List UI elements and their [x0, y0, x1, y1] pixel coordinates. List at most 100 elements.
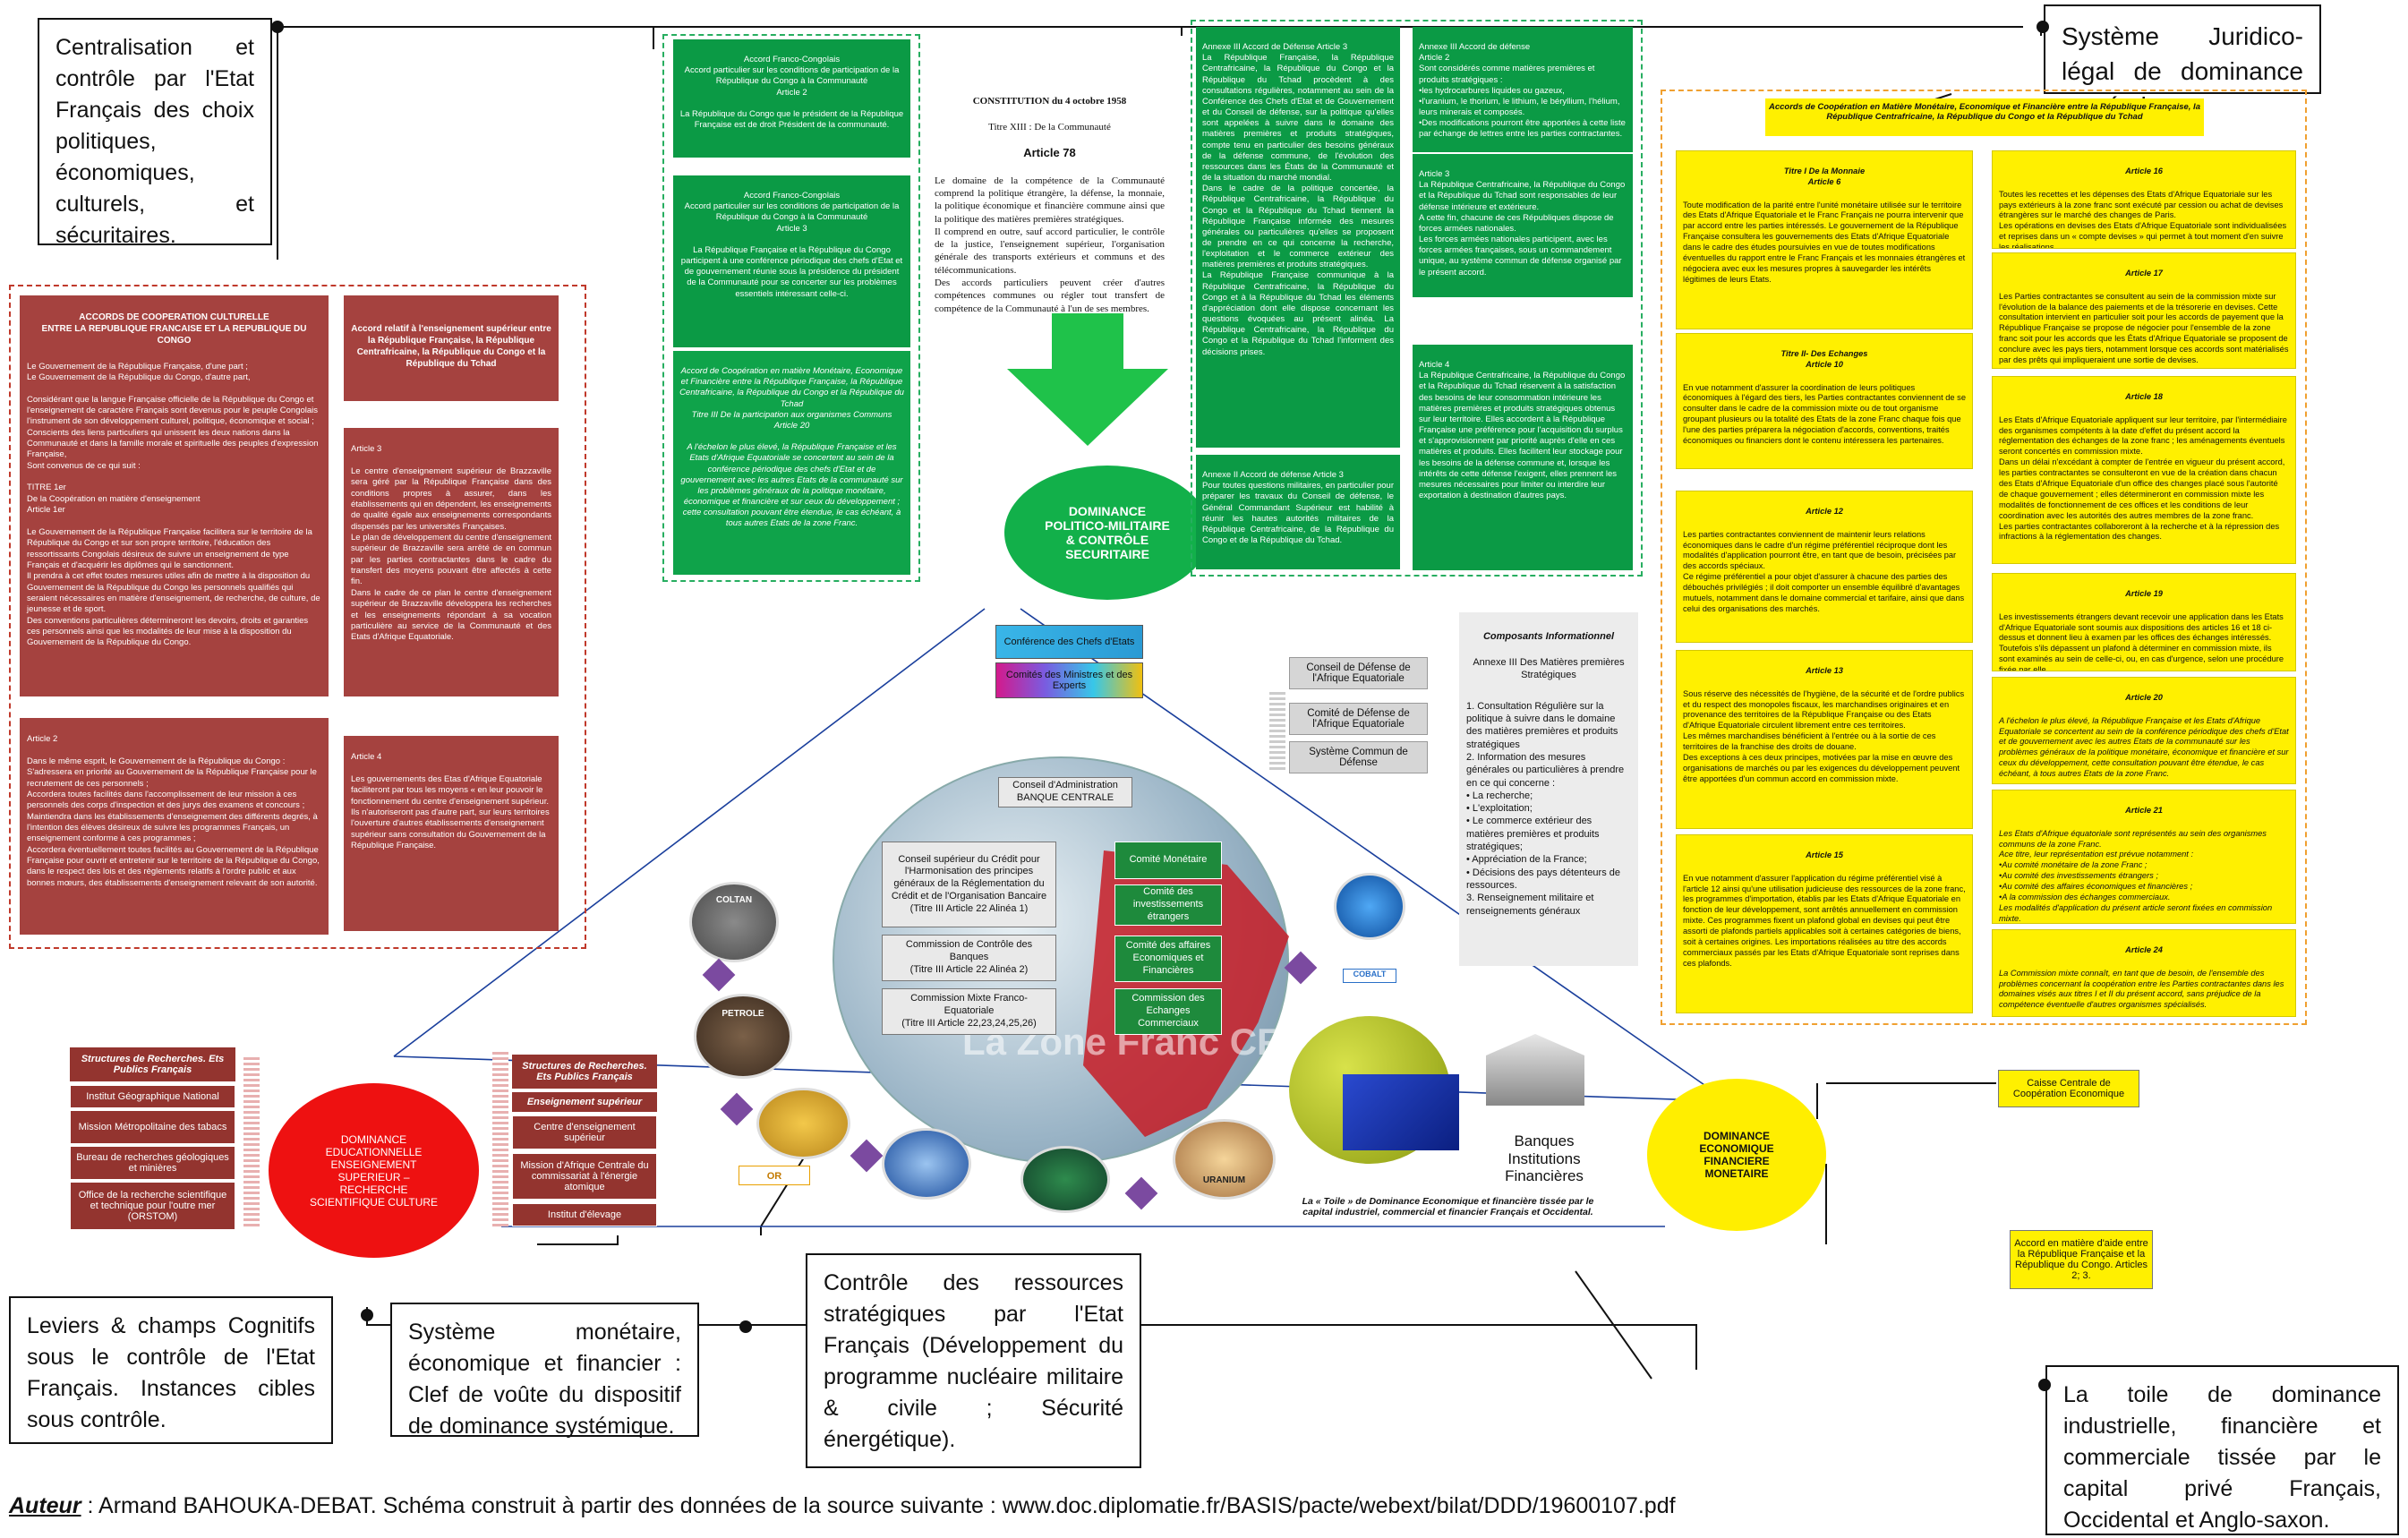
comites-ministres-experts: Comités des Ministres et des Experts: [995, 662, 1143, 698]
article-20: Article 20 A l'échelon le plus élevé, la…: [1992, 677, 2296, 784]
article-15: Article 15 En vue notamment d'assurer l'…: [1676, 834, 1973, 1013]
culture-accords-frame: [9, 285, 586, 949]
bracket-decor: [492, 1052, 508, 1226]
caisse-centrale: Caisse Centrale de Coopération Economiqu…: [1998, 1070, 2139, 1107]
conference-chefs-etats: Conférence des Chefs d'Etats: [995, 625, 1143, 659]
defense-annexe2-article3: Annexe II Accord de défense Article 3 Po…: [1196, 455, 1400, 569]
enseignement-sup-title-text: Accord relatif à l'enseignement supérieu…: [351, 324, 551, 369]
composants-informationnel: Composants Informationnel Annexe III Des…: [1459, 612, 1638, 966]
article-19-text: Les investissements étrangers devant rec…: [1999, 611, 2284, 671]
bracket-decor: [243, 1056, 260, 1226]
recherche-item-elevage: Institut d'élevage: [547, 1209, 622, 1220]
article-10: Titre II- Des Echanges Article 10 En vue…: [1676, 333, 1973, 469]
recherche-item-ign: Institut Géographique National: [86, 1091, 219, 1102]
recherche-item: Mission d'Afrique Centrale du commissari…: [512, 1153, 657, 1200]
accord-franco-congolais-article2: Accord Franco-Congolais Accord particuli…: [673, 39, 910, 158]
article-12: Article 12 Les parties contractantes con…: [1676, 491, 1973, 643]
enseignement-superieur-title: Accord relatif à l'enseignement supérieu…: [344, 295, 559, 401]
conseil-superieur-credit: Conseil supérieur du Crédit pour l'Harmo…: [882, 842, 1056, 927]
defense-left-text: Annexe III Accord de Défense Article 3 L…: [1202, 42, 1394, 357]
comite-monetaire-text: Comité Monétaire: [1129, 854, 1208, 866]
callout-monetaire-text: Système monétaire, économique et financi…: [408, 1320, 681, 1439]
petrole-label: PETROLE: [722, 1009, 764, 1019]
arrow-down-icon: [1007, 313, 1168, 446]
connector-dot: [271, 21, 284, 33]
article-6-title: Titre I De la Monnaie Article 6: [1783, 166, 1866, 186]
accord-franco-congolais-article3: Accord Franco-Congolais Accord particuli…: [673, 175, 910, 347]
culture-accord-title: ACCORDS DE COOPERATION CULTURELLE ENTRE …: [41, 312, 307, 346]
constitution-body: Le domaine de la compétence de la Commun…: [935, 175, 1165, 314]
systeme-commun-defense: Système Commun de Défense: [1289, 741, 1428, 773]
conseil-superieur-credit-text: Conseil supérieur du Crédit pour l'Harmo…: [891, 853, 1047, 914]
banque-centrale-conseil: Conseil d'Administration BANQUE CENTRALE: [998, 777, 1132, 807]
banques-label: Banques Institutions Financières: [1505, 1132, 1584, 1185]
recherche-item: Mission Métropolitaine des tabacs: [70, 1110, 235, 1144]
article-17: Article 17 Les Parties contractantes se …: [1992, 252, 2296, 369]
culture-article2: Article 2 Dans le même esprit, le Gouver…: [20, 718, 329, 935]
building-icon: [1343, 1074, 1459, 1150]
callout-ressources: Contrôle des ressources stratégiques par…: [806, 1253, 1141, 1468]
comite-investissements: Comité des investissements étrangers: [1114, 884, 1222, 926]
recherche-item-cea: Mission d'Afrique Centrale du commissari…: [520, 1160, 649, 1192]
defense-article3: Article 3 La République Centrafricaine, …: [1413, 154, 1633, 297]
accord-monetaire-article20-text: Accord de Coopération en matière Monétai…: [679, 366, 904, 529]
uranium-image: URANIUM: [1173, 1119, 1276, 1200]
dominance-economique: DOMINANCE ECONOMIQUE FINANCIERE MONETAIR…: [1647, 1079, 1826, 1231]
petrole-image: PETROLE: [694, 994, 792, 1079]
recherche-item-tabacs: Mission Métropolitaine des tabacs: [78, 1122, 227, 1132]
accords-monetaires-header: Accords de Coopération en Matière Monéta…: [1765, 98, 2204, 136]
defense-right2-text: Article 3 La République Centrafricaine, …: [1419, 169, 1626, 278]
footer-text: : Armand BAHOUKA-DEBAT. Schéma construit…: [81, 1493, 1676, 1518]
culture-article2-text: Article 2 Dans le même esprit, le Gouver…: [27, 734, 320, 888]
comite-affaires-economiques: Comité des affaires Economiques et Finan…: [1114, 936, 1222, 982]
article-12-text: Les parties contractantes conviennent de…: [1683, 529, 1965, 613]
comite-affaires-text: Comité des affaires Economiques et Finan…: [1125, 940, 1211, 976]
article-15-title: Article 15: [1806, 850, 1843, 859]
or-image: [756, 1088, 850, 1159]
culture-article4-text: Article 4 Les gouvernements des Etas d'A…: [351, 752, 550, 851]
uranium-label: URANIUM: [1202, 1175, 1246, 1185]
article-21-title: Article 21: [2125, 805, 2163, 815]
conseil-defense-text: Conseil de Défense de l'Afrique Equatori…: [1306, 662, 1411, 684]
recherche-item: Centre d'enseignement supérieur: [512, 1115, 657, 1149]
article-16: Article 16 Toutes les recettes et les dé…: [1992, 150, 2296, 249]
article-24-text: La Commission mixte connaît, en tant que…: [1999, 968, 2284, 1010]
culture-article4: Article 4 Les gouvernements des Etas d'A…: [344, 736, 559, 931]
article-20-text: A l'échelon le plus élevé, la République…: [1999, 715, 2289, 779]
connector-dot: [2038, 1379, 2051, 1391]
article-6-text: Toute modification de la parité entre l'…: [1683, 200, 1966, 284]
article-20-title: Article 20: [2125, 692, 2163, 702]
callout-centralisation: Centralisation et contrôle par l'Etat Fr…: [38, 18, 272, 248]
article-16-text: Toutes les recettes et les dépenses des …: [1999, 189, 2287, 249]
accords-franco-congolais-frame: [662, 34, 920, 582]
article-18: Article 18 Les Etats d'Afrique Equatoria…: [1992, 376, 2296, 564]
commission-echanges-text: Commission des Echanges Commerciaux: [1131, 993, 1205, 1029]
defense-annexe3-article3: Annexe III Accord de Défense Article 3 L…: [1196, 27, 1400, 448]
callout-centralisation-text: Centralisation et contrôle par l'Etat Fr…: [56, 35, 254, 248]
article-17-title: Article 17: [2125, 268, 2163, 278]
constitution-article-number: Article 78: [1023, 146, 1076, 160]
dominance-politico-militaire: DOMINANCE POLITICO-MILITAIRE & CONTRÔLE …: [1004, 466, 1210, 600]
constitution-article78: CONSTITUTION du 4 octobre 1958 Titre XII…: [931, 79, 1168, 314]
article-19: Article 19 Les investissements étrangers…: [1992, 573, 2296, 671]
recherche-item: Bureau de recherches géologiques et mini…: [70, 1146, 235, 1180]
footer-source: Auteur : Armand BAHOUKA-DEBAT. Schéma co…: [9, 1493, 2032, 1519]
cobalt-label: COBALT: [1343, 969, 1396, 983]
recherche-left-header: Structures de Recherches. Ets Publics Fr…: [70, 1047, 235, 1081]
commission-mixte-text: Commission Mixte Franco-Equatoriale (Tit…: [901, 993, 1037, 1029]
accords-monetaires-header-text: Accords de Coopération en Matière Monéta…: [1769, 102, 2200, 122]
bracket-decor: [1269, 689, 1285, 770]
enseignement-superieur-text: Enseignement supérieur: [526, 1097, 643, 1107]
composants-body: 1. Consultation Régulière sur la politiq…: [1466, 700, 1625, 917]
callout-ressources-text: Contrôle des ressources stratégiques par…: [824, 1270, 1123, 1452]
callout-toile: La toile de dominance industrielle, fina…: [2045, 1365, 2399, 1535]
landscape-image: [1020, 1146, 1110, 1213]
article-13: Article 13 Sous réserve des nécessités d…: [1676, 650, 1973, 829]
enseignement-superieur-label: Enseignement supérieur: [512, 1092, 657, 1112]
comite-investissements-text: Comité des investissements étrangers: [1132, 886, 1204, 922]
article-13-title: Article 13: [1806, 665, 1843, 675]
banques-caption: La « Toile » de Dominance Economique et …: [1302, 1196, 1594, 1218]
article-10-text: En vue notamment d'assurer la coordinati…: [1683, 382, 1966, 446]
constitution-subtitle: Titre XIII : De la Communauté: [988, 121, 1111, 132]
banque-centrale-header: Conseil d'Administration BANQUE CENTRALE: [1012, 780, 1118, 803]
